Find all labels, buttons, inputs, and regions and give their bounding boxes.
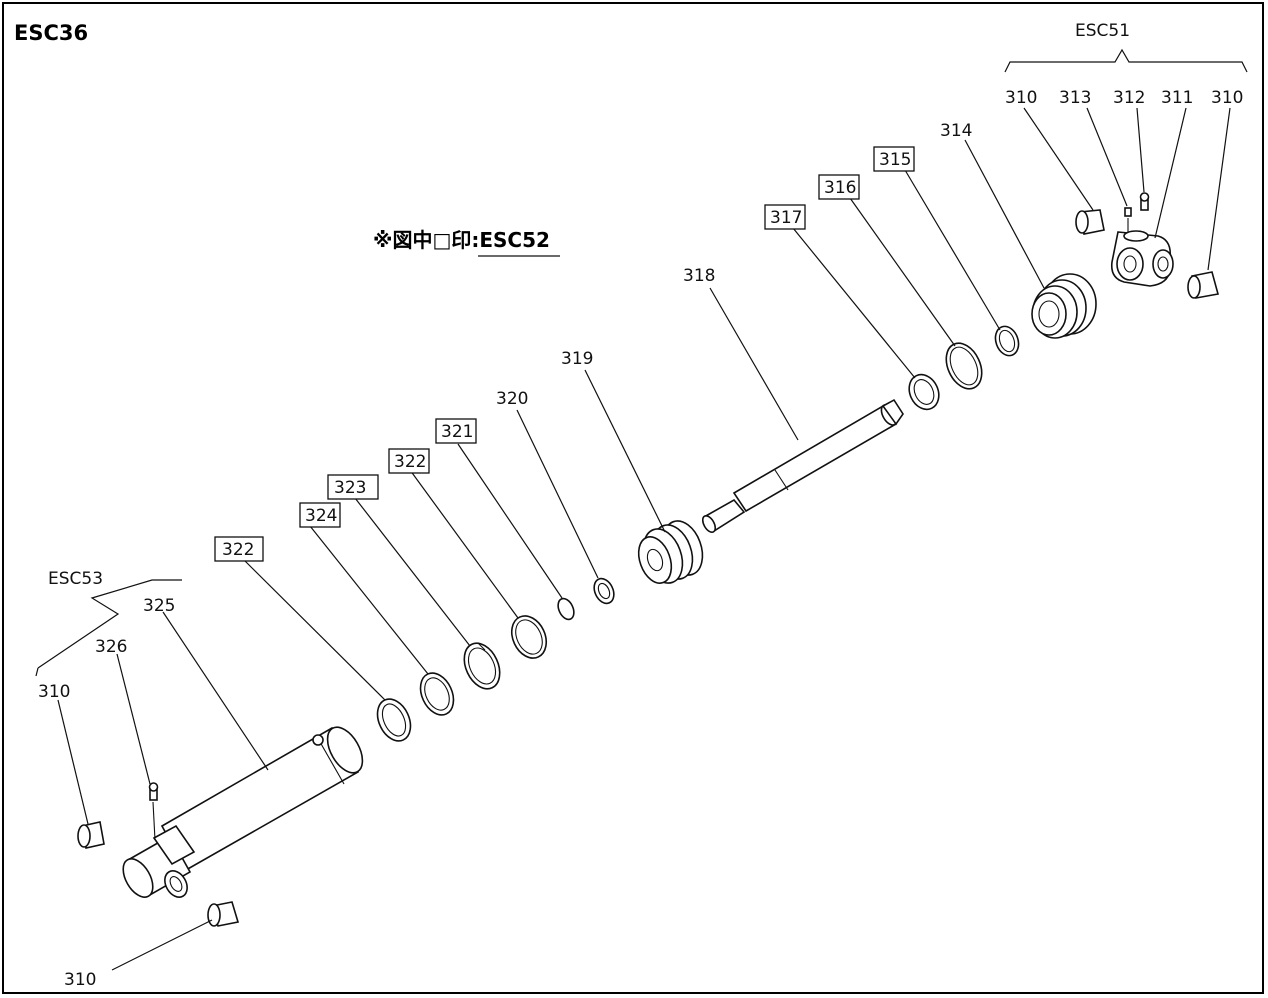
set-screw-313 (1124, 207, 1132, 232)
label-320: 320 (496, 389, 528, 409)
label-316: 316 (824, 178, 856, 198)
boxed-labels (214, 146, 915, 562)
label-312: 312 (1113, 88, 1145, 108)
label-322-upper: 322 (394, 452, 426, 472)
leader-lines (57, 107, 1231, 971)
split-ring-323 (463, 642, 501, 690)
label-313: 313 (1059, 88, 1091, 108)
bushing-310-c (77, 821, 105, 849)
ring-315 (994, 325, 1020, 357)
small-ring-321 (557, 597, 575, 621)
label-323: 323 (334, 478, 366, 498)
bushing-310-d (207, 901, 240, 927)
ring-324 (419, 672, 455, 716)
cylinder-tube-325 (122, 726, 364, 898)
lock-nut-320 (593, 577, 615, 605)
grease-nipple-312 (1139, 192, 1150, 211)
label-324: 324 (305, 506, 337, 526)
ring-322-b (376, 698, 412, 742)
ring-317 (908, 373, 940, 411)
label-310-left: 310 (38, 682, 70, 702)
label-326: 326 (95, 637, 127, 657)
label-310-top-left: 310 (1005, 88, 1037, 108)
bushing-310-a (1075, 209, 1105, 235)
bushing-310-b (1187, 271, 1220, 299)
grease-nipple-326 (148, 782, 159, 841)
o-ring-316 (945, 342, 983, 390)
label-311: 311 (1161, 88, 1193, 108)
label-325: 325 (143, 596, 175, 616)
label-317: 317 (770, 208, 802, 228)
group-label-esc51: ESC51 (1075, 21, 1130, 41)
label-322-lower: 322 (222, 540, 254, 560)
tee-fitting-311 (1110, 230, 1174, 287)
group-bracket-esc51 (1004, 48, 1248, 73)
gland-nut-314 (1031, 273, 1097, 339)
piston-rod-318 (701, 398, 904, 533)
label-310-top-right: 310 (1211, 88, 1243, 108)
group-label-esc53: ESC53 (48, 569, 103, 589)
figure-id: ESC36 (14, 21, 88, 45)
group-bracket-esc53 (35, 579, 182, 677)
label-315: 315 (879, 150, 911, 170)
ring-322-a (510, 615, 548, 659)
piston-319 (637, 520, 704, 584)
label-321: 321 (441, 422, 473, 442)
label-314: 314 (940, 121, 972, 141)
label-318: 318 (683, 266, 715, 286)
legend-note: ※図中□印:ESC52 (373, 228, 550, 252)
label-319: 319 (561, 349, 593, 369)
label-310-bottom: 310 (64, 970, 96, 990)
